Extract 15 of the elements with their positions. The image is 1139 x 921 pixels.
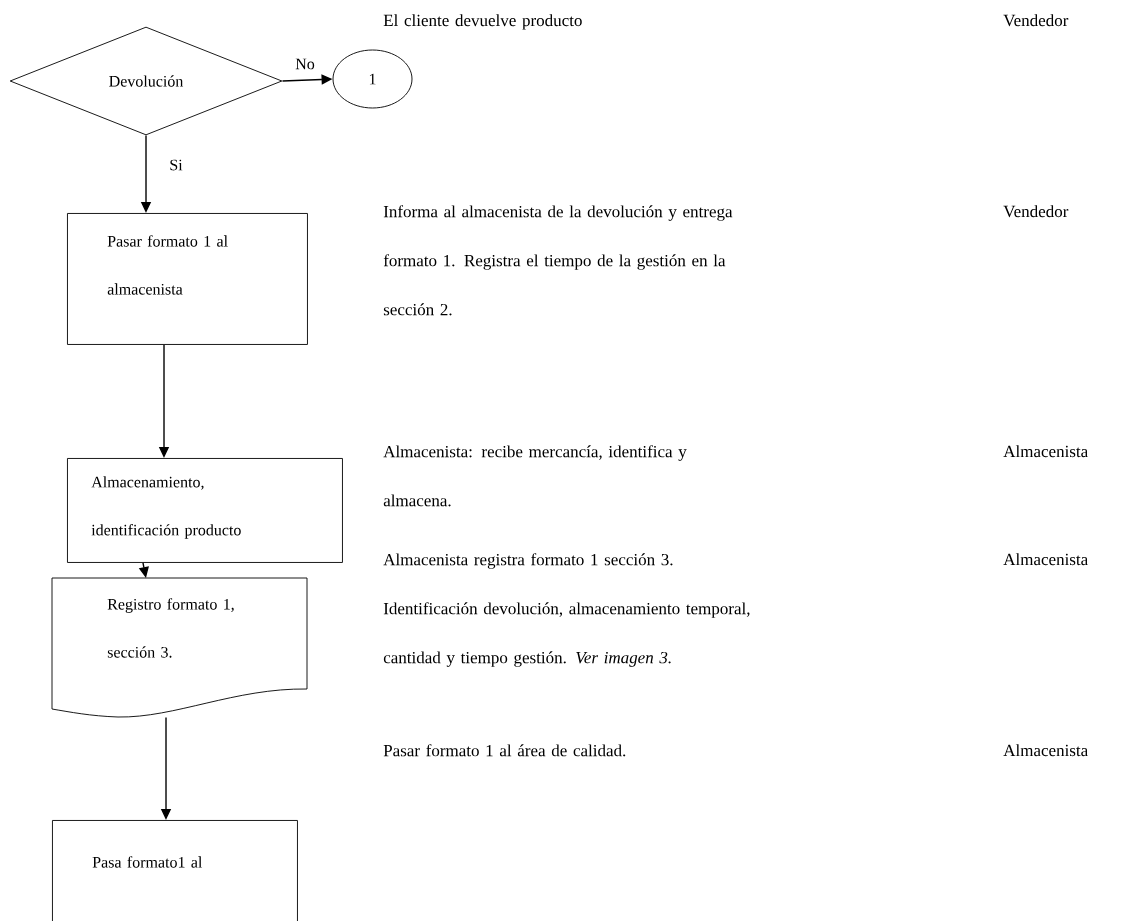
- step-description: Pasar formato 1 al área de calidad.: [383, 744, 626, 757]
- responsible-role: Almacenista: [1003, 744, 1088, 757]
- step-description: Almacenista registra formato 1 sección 3. Identificación devolución, almacenamiento temporal, cantidad y tiempo gestión. Ver imagen 3.: [383, 553, 750, 667]
- step-description: El cliente devuelve producto: [383, 14, 582, 30]
- edge-label: No: [294, 57, 316, 71]
- step-description: Almacenista: recibe mercancía, identifica y almacena.: [383, 445, 687, 507]
- process-box: Pasa formato1 al: [52, 820, 298, 921]
- responsible-role: Almacenista: [1003, 553, 1088, 566]
- step-description: Informa al almacenista de la devolución y entrega formato 1. Registra el tiempo de la gestión en la sección 2.: [383, 205, 733, 316]
- responsible-role: Vendedor: [1003, 14, 1069, 27]
- responsible-role: Almacenista: [1003, 445, 1088, 458]
- process-box: Pasar formato 1 al almacenista: [67, 213, 308, 345]
- process-box: Almacenamiento, identificación producto: [67, 458, 343, 563]
- edge-label: Si: [168, 158, 184, 172]
- responsible-role: Vendedor: [1003, 205, 1069, 218]
